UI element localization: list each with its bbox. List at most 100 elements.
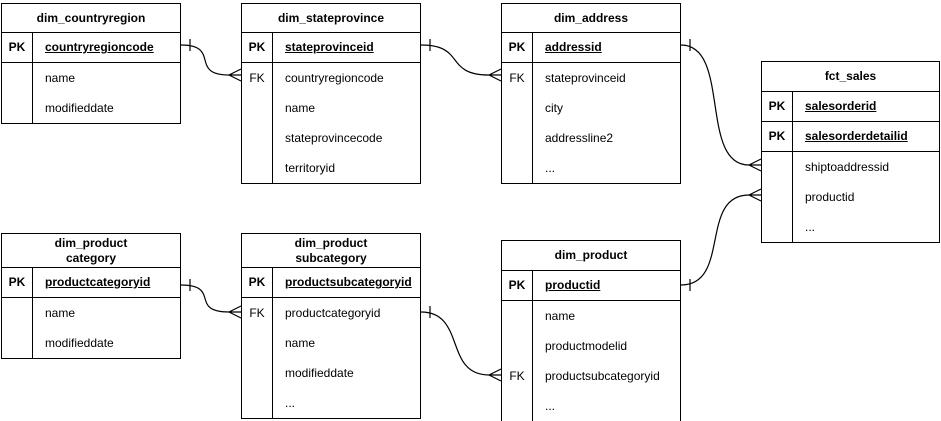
field-row-territoryid[interactable]: territoryid (242, 153, 420, 183)
key-label (2, 63, 33, 93)
key-label (242, 153, 273, 183)
field-name: stateprovincecode (285, 130, 383, 145)
field-row-productid[interactable]: PK productid (502, 271, 680, 301)
field-row-more[interactable]: ... (502, 391, 680, 421)
field-name: name (285, 335, 316, 350)
field-name: productsubcategoryid (545, 368, 660, 383)
key-label: PK (502, 33, 533, 62)
field-row-modifieddate[interactable]: modifieddate (2, 93, 180, 123)
entity-title: fct_sales (762, 62, 939, 92)
field-row-more[interactable]: ... (762, 212, 939, 242)
key-label: PK (2, 33, 33, 62)
field-name: countryregioncode (45, 40, 154, 54)
relationship-dim_product-fct_sales[interactable] (680, 188, 762, 291)
field-name: productcategoryid (45, 275, 151, 289)
key-label (242, 123, 273, 153)
field-row-addressline2[interactable]: addressline2 (502, 123, 680, 153)
relationship-line (420, 311, 490, 376)
field-row-modifieddate[interactable]: modifieddate (242, 358, 420, 388)
field-name: addressid (545, 40, 602, 54)
field-name: salesorderid (805, 99, 877, 113)
cardinality-many-crowfoot-icon (748, 158, 762, 172)
field-name: modifieddate (45, 100, 114, 115)
field-name: countryregioncode (285, 70, 384, 85)
entity-title: dim_address (502, 4, 680, 33)
field-row-modifieddate[interactable]: modifieddate (2, 328, 180, 358)
field-name: territoryid (285, 160, 336, 175)
field-name: name (45, 305, 76, 320)
key-label (242, 358, 273, 388)
key-label: FK (502, 63, 533, 93)
field-row-stateprovincecode[interactable]: stateprovincecode (242, 123, 420, 153)
key-label (762, 152, 793, 182)
key-label: PK (502, 271, 533, 300)
field-name: shiptoaddressid (805, 159, 890, 174)
relationship-line (680, 194, 750, 286)
field-name: ... (285, 395, 296, 410)
field-row-shiptoaddressid[interactable]: shiptoaddressid (762, 152, 939, 182)
field-row-name[interactable]: name (502, 301, 680, 331)
field-row-name[interactable]: name (2, 63, 180, 93)
field-row-more[interactable]: ... (502, 153, 680, 183)
field-row-more[interactable]: ... (242, 388, 420, 418)
entity-title: dim_product subcategory (242, 234, 420, 268)
field-name: name (545, 308, 576, 323)
key-label (762, 182, 793, 212)
field-row-name[interactable]: name (242, 93, 420, 123)
relationship-dim_address-fct_sales[interactable] (680, 39, 762, 172)
entity-title: dim_product (502, 241, 680, 271)
field-row-name[interactable]: name (242, 328, 420, 358)
key-label: FK (242, 63, 273, 93)
key-label (242, 93, 273, 123)
cardinality-many-crowfoot-icon (488, 68, 502, 82)
entity-title: dim_countryregion (2, 4, 180, 33)
field-row-name[interactable]: name (2, 298, 180, 328)
entity-title: dim_stateprovince (242, 4, 420, 33)
key-label (2, 298, 33, 328)
key-label: FK (502, 361, 533, 391)
field-name: productid (545, 278, 601, 292)
relationship-dim_productsubcategory-dim_product[interactable] (420, 306, 502, 382)
key-label: FK (242, 298, 273, 328)
field-name: city (545, 100, 563, 115)
field-name: productcategoryid (285, 305, 381, 320)
key-label (502, 301, 533, 331)
field-row-countryregioncode[interactable]: FK countryregioncode (242, 63, 420, 93)
field-row-city[interactable]: city (502, 93, 680, 123)
field-row-countryregioncode[interactable]: PK countryregioncode (2, 33, 180, 63)
relationship-dim_productcategory-dim_productsubcategory[interactable] (180, 279, 242, 319)
field-name: ... (545, 398, 556, 413)
cardinality-many-crowfoot-icon (748, 188, 762, 202)
field-row-productmodelid[interactable]: productmodelid (502, 331, 680, 361)
key-label: PK (242, 33, 273, 62)
key-label (502, 331, 533, 361)
key-label: PK (242, 268, 273, 297)
field-row-productid[interactable]: productid (762, 182, 939, 212)
key-label (502, 93, 533, 123)
field-row-addressid[interactable]: PK addressid (502, 33, 680, 63)
relationship-dim_stateprovince-dim_address[interactable] (420, 39, 502, 82)
field-row-productcategoryid[interactable]: FK productcategoryid (242, 298, 420, 328)
field-name: modifieddate (285, 365, 354, 380)
key-label (502, 153, 533, 183)
relationship-line (180, 44, 230, 76)
relationship-dim_countryregion-dim_stateprovince[interactable] (180, 39, 242, 82)
key-label (2, 328, 33, 358)
key-label (502, 391, 533, 421)
field-row-productsubcategoryid[interactable]: FK productsubcategoryid (502, 361, 680, 391)
key-label (242, 388, 273, 418)
cardinality-many-crowfoot-icon (228, 68, 242, 82)
